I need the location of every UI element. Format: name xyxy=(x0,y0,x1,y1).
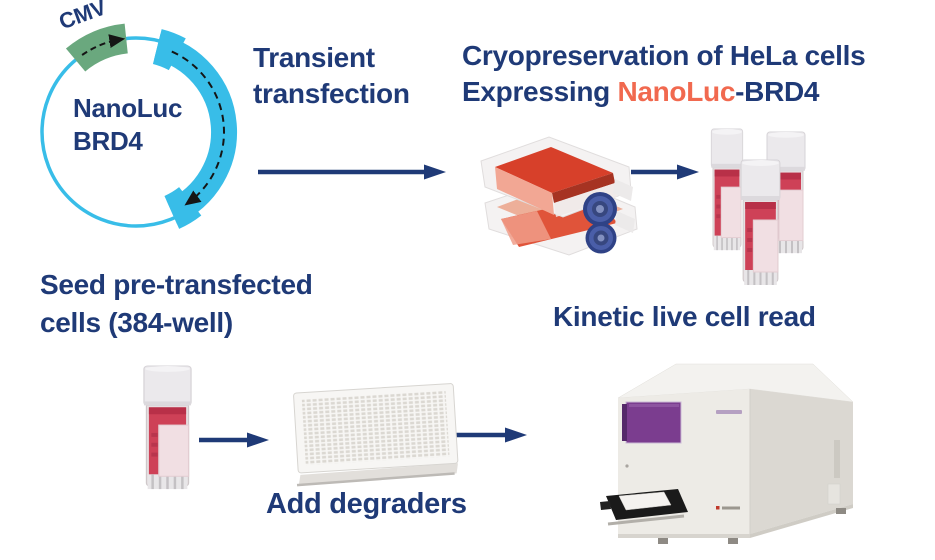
plate-reader-icon xyxy=(600,363,854,544)
cryopreservation-title: Cryopreservation of HeLa cells Expressin… xyxy=(462,38,866,110)
arrow-cryo-icon xyxy=(631,164,699,180)
reader-plate-tray xyxy=(600,489,688,526)
gene-arc-flare-bottom xyxy=(163,186,202,229)
cryovial-icon xyxy=(139,364,196,494)
reader-right-face xyxy=(750,389,853,534)
cryo-line2: Expressing NanoLuc-BRD4 xyxy=(462,74,865,110)
promoter-arc xyxy=(65,23,129,72)
arrow-transfection-icon xyxy=(258,164,446,180)
plasmid-map-icon xyxy=(40,23,238,229)
arrow-seed-icon xyxy=(199,432,269,448)
seed-line1: Seed pre-transfected xyxy=(40,269,313,300)
transfection-line2: transfection xyxy=(253,78,410,109)
reader-logo xyxy=(716,506,740,510)
seed-step-label: Seed pre-transfected cells (384-well) xyxy=(40,266,313,342)
reader-door-panel xyxy=(625,401,682,444)
plate-wells xyxy=(301,390,450,466)
cryovial-icon xyxy=(737,158,784,290)
cryo-line2-suffix: -BRD4 xyxy=(735,76,820,107)
add-degraders-label: Add degraders xyxy=(266,488,467,520)
cryo-line1: Cryopreservation of HeLa cells xyxy=(462,40,866,71)
flask-cap-icon xyxy=(583,192,617,226)
insert-gene-label: NanoLuc BRD4 xyxy=(73,92,182,158)
flask-cap-icon xyxy=(585,222,617,254)
gene-label-line1: NanoLuc xyxy=(73,93,183,123)
kinetic-read-label: Kinetic live cell read xyxy=(553,301,816,332)
seed-line2: cells (384-well) xyxy=(40,307,233,338)
flask-stack-icon xyxy=(480,136,638,256)
plate-side xyxy=(298,463,458,484)
well-plate-icon xyxy=(293,383,459,487)
gene-direction-arrow xyxy=(171,50,225,206)
gene-label-line2: BRD4 xyxy=(73,126,143,156)
cryo-line2-prefix: Expressing xyxy=(462,76,618,107)
transfection-line1: Transient xyxy=(253,42,375,73)
transfection-step-label: Transient transfection xyxy=(253,40,410,112)
reader-model-label xyxy=(716,410,742,414)
arrow-read-icon xyxy=(455,427,527,443)
cryo-line2-highlight: NanoLuc xyxy=(617,76,736,107)
promoter-direction-arrow xyxy=(81,34,126,56)
